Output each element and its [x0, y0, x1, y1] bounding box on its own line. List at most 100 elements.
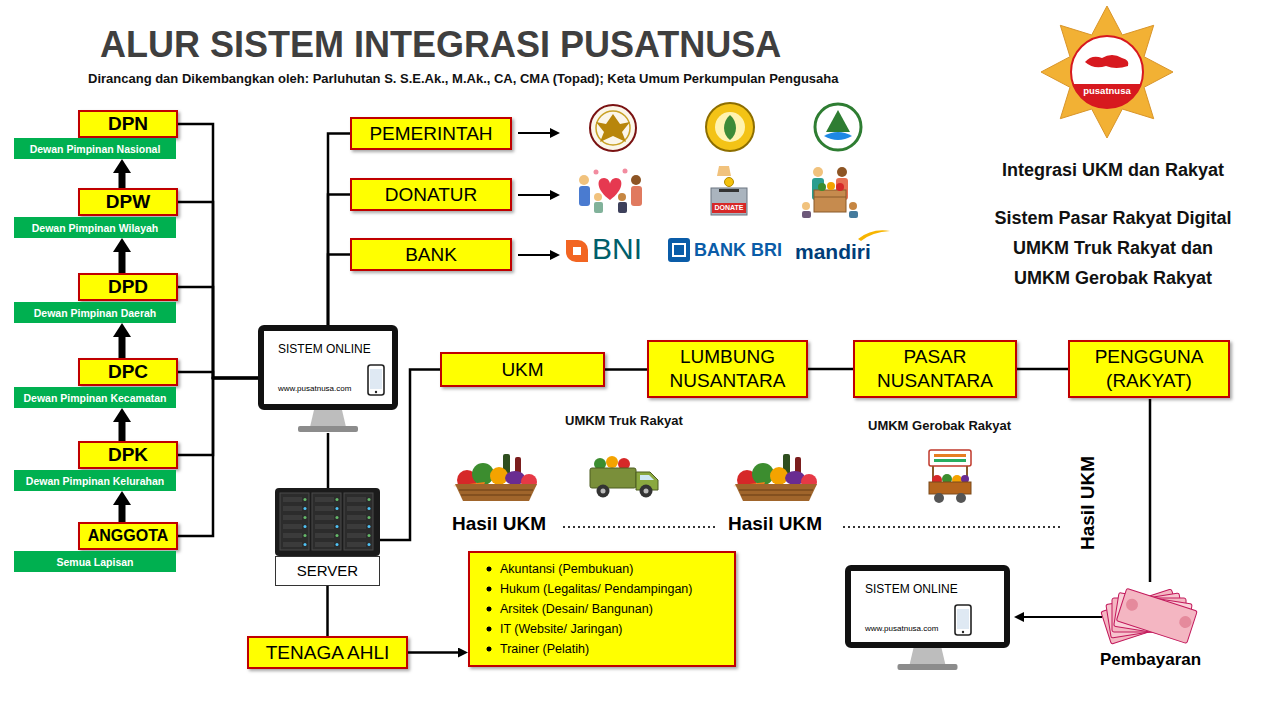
cart-illustration-part	[934, 493, 944, 503]
logo-arrows	[518, 133, 550, 255]
connector	[119, 173, 126, 188]
node-text: UKM	[448, 358, 597, 382]
online-monitor: SISTEM ONLINEwww.pusatnusa.com	[845, 565, 1010, 671]
node-text: SISTEM ONLINE	[865, 582, 1010, 596]
connector	[1017, 368, 1068, 371]
server-art-part	[336, 525, 339, 528]
bni-icon-part	[573, 247, 581, 255]
donor-people-part	[631, 186, 642, 206]
ministry-emblem-part	[590, 105, 636, 151]
monitor-art-part	[910, 648, 946, 665]
agency-emblem-part	[715, 112, 745, 142]
server-art-part	[368, 516, 371, 519]
truck-illustration-part	[597, 485, 610, 498]
level-box: DPN	[78, 110, 178, 138]
connector	[326, 586, 329, 636]
donor-group-part	[818, 183, 826, 191]
flow-dots-part	[563, 526, 718, 528]
server-art-part	[304, 516, 307, 519]
server-art-part	[283, 497, 302, 502]
server-art-part	[336, 543, 339, 546]
truck-illustration-part	[644, 489, 649, 494]
expert-box: TENAGA AHLI	[247, 636, 408, 669]
forestry-emblem-part	[815, 104, 861, 150]
server-art-part	[304, 525, 307, 528]
connector	[328, 134, 350, 326]
server-art-part	[347, 497, 366, 502]
donor-group-part	[849, 202, 857, 210]
bni-icon-part	[566, 240, 588, 262]
server-art-part	[283, 542, 302, 547]
level-band: Dewan Pimpinan Kecamatan	[14, 387, 176, 408]
server-art-part	[336, 498, 339, 501]
agency-emblem-part	[724, 115, 736, 140]
bri-icon	[668, 238, 690, 262]
monitor-art-part	[962, 631, 964, 633]
donor-people-part	[631, 175, 641, 185]
logo-arrows-part	[518, 132, 550, 134]
node-text: SISTEM ONLINE	[278, 342, 398, 356]
monitor-art-part	[957, 609, 969, 629]
node-text: Dewan Pimpinan Nasional	[17, 143, 173, 155]
server-art-part	[347, 524, 366, 529]
ministry-emblem	[590, 105, 636, 151]
server-art-part	[315, 497, 334, 502]
donor-group-part	[849, 211, 858, 218]
truck-illustration-part	[640, 475, 654, 480]
product-label: Hasil UKM	[452, 513, 546, 535]
diagram-title: ALUR SISTEM INTEGRASI PUSATNUSA	[100, 24, 781, 66]
server-art-part	[336, 534, 339, 537]
agency-emblem	[706, 103, 754, 151]
connector	[178, 202, 258, 378]
level-box: ANGGOTA	[78, 522, 178, 550]
partner-box: PEMERINTAH	[350, 117, 512, 150]
bank-name: BNI	[592, 232, 642, 266]
money-illustration-part	[1124, 597, 1139, 612]
product-label: Hasil UKM	[728, 513, 822, 535]
server-art-part	[304, 507, 307, 510]
cart-illustration-part	[934, 459, 966, 462]
server-art-part	[275, 488, 380, 556]
flow-dots-part	[843, 526, 1062, 528]
server-art-part	[347, 533, 366, 538]
connector	[119, 422, 126, 441]
mandiri-swoosh-part	[858, 230, 890, 241]
monitor-art-part	[368, 365, 384, 395]
connector	[605, 368, 647, 371]
connector	[178, 378, 258, 455]
agency-emblem-part	[706, 103, 754, 151]
donation-box-part	[717, 166, 731, 176]
server-art-part	[368, 498, 371, 501]
server-art-part	[347, 515, 366, 520]
donation-box	[711, 166, 747, 215]
logo-arrows-part	[518, 254, 550, 256]
channel-label: UMKM Truk Rakyat	[565, 413, 683, 429]
forestry-emblem	[815, 104, 861, 150]
node-text: Akuntansi (Pembukuan)	[484, 559, 722, 579]
ministry-emblem-part	[596, 111, 630, 145]
server-art-part	[280, 493, 309, 550]
server-art-part	[347, 542, 366, 547]
level-band: Dewan Pimpinan Daerah	[14, 302, 176, 323]
monitor-art-part	[848, 568, 1007, 645]
node-text: BANK	[358, 244, 504, 266]
money-illustration	[1101, 588, 1197, 644]
donor-group-part	[814, 197, 846, 198]
money-illustration-part	[1116, 588, 1197, 643]
produce-basket	[733, 454, 817, 501]
donor-people-part	[618, 193, 626, 201]
connector	[178, 124, 258, 378]
node-text: DPD	[84, 276, 172, 298]
truck-illustration-part	[606, 456, 618, 468]
flow-box: LUMBUNG NUSANTARA	[647, 340, 808, 398]
donor-group-part	[802, 202, 810, 210]
connector	[119, 337, 126, 358]
connector	[119, 252, 126, 273]
monitor-art	[845, 565, 1010, 671]
connector	[808, 368, 853, 371]
server-art-part	[315, 524, 334, 529]
channel-label: UMKM Gerobak Rakyat	[868, 418, 1011, 434]
bri-icon-part	[673, 244, 685, 256]
flow-box: PASAR NUSANTARA	[853, 340, 1017, 398]
server-art-part	[368, 507, 371, 510]
